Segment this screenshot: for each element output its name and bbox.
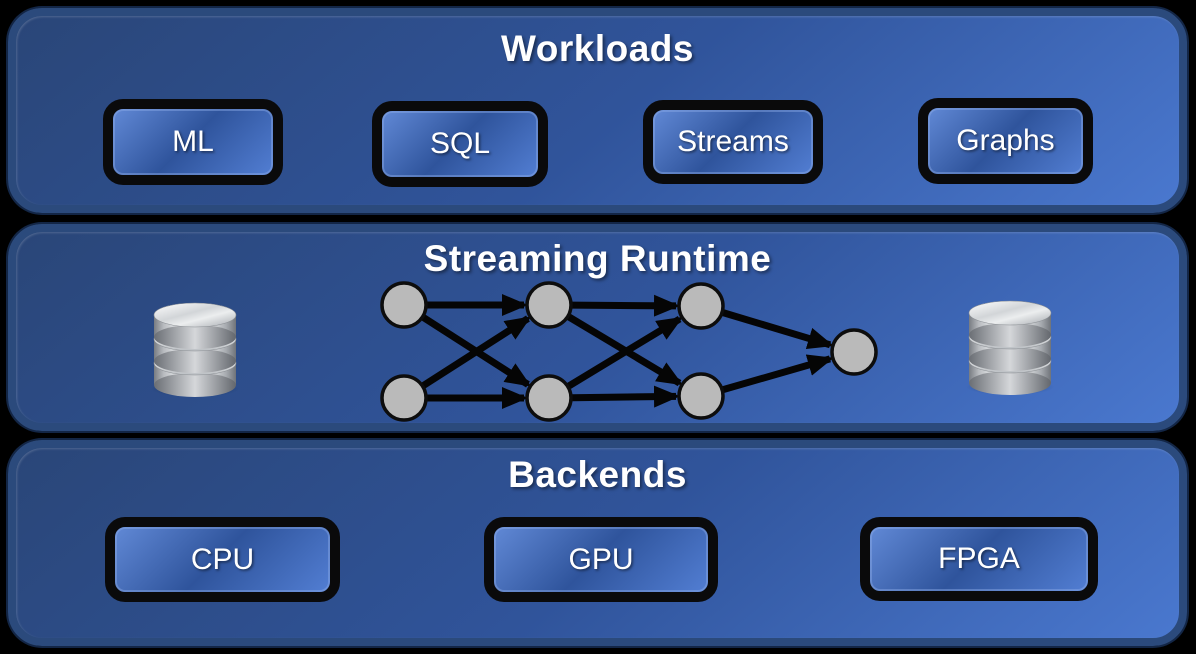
backend-box-gpu: GPU bbox=[484, 517, 718, 602]
workload-box-ml: ML bbox=[103, 99, 283, 185]
backend-box-label: CPU bbox=[190, 542, 255, 576]
panel-workloads-title: Workloads bbox=[501, 28, 694, 69]
workload-box-streams: Streams bbox=[643, 100, 823, 184]
backend-box-cpu: CPU bbox=[105, 517, 340, 602]
workload-box-label: Graphs bbox=[956, 124, 1055, 157]
database-icon bbox=[966, 299, 1054, 396]
backend-box-fpga: FPGA bbox=[860, 517, 1098, 601]
workload-box-label: Streams bbox=[677, 125, 789, 158]
workload-box-graphs: Graphs bbox=[918, 98, 1093, 184]
panel-backends-title: Backends bbox=[508, 454, 687, 495]
workload-box-label: SQL bbox=[429, 127, 491, 160]
workload-box-sql: SQL bbox=[372, 101, 548, 187]
backend-box-label: GPU bbox=[568, 542, 634, 576]
workload-box-label: ML bbox=[172, 125, 214, 158]
backend-box-label: FPGA bbox=[938, 542, 1020, 575]
database-icon bbox=[151, 301, 239, 398]
panel-streaming-runtime-title: Streaming Runtime bbox=[423, 238, 772, 279]
